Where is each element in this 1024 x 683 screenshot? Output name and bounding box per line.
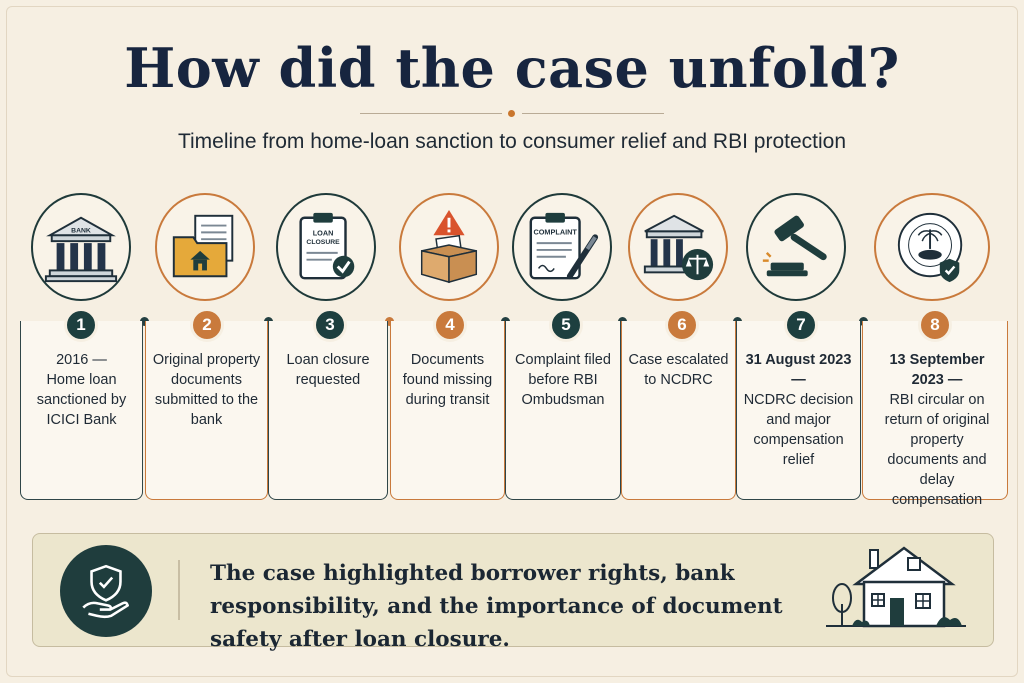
title-divider (360, 110, 664, 117)
gavel-icon (762, 215, 827, 277)
step-8-number: 8 (918, 308, 952, 342)
step-8-text: RBI circular on return of original prope… (884, 392, 990, 508)
missing-box-warning-icon (420, 209, 478, 284)
step-6-number: 6 (665, 308, 699, 342)
complaint-clipboard-pen-icon: COMPLAINT (529, 212, 599, 280)
step-4-number: 4 (433, 308, 467, 342)
step-6-card: Case escalated to NCDRC (621, 321, 736, 500)
step-4-card: Documents found missing during transit (390, 321, 505, 500)
house-icon (826, 546, 966, 628)
summary-message: The case highlighted borrower rights, ba… (210, 561, 783, 652)
step-5-number: 5 (549, 308, 583, 342)
step-5-card: Complaint filed before RBI Ombudsman (505, 321, 621, 500)
step-1-date: 2016 — (56, 352, 107, 368)
connector-dot (385, 317, 394, 326)
panel-divider (178, 560, 180, 620)
step-8-date: 13 September 2023 — (889, 352, 985, 388)
step-2-number: 2 (190, 308, 224, 342)
step-7-text: NCDRC decision and major compensation re… (743, 392, 854, 468)
step-2-card: Original property documents submitted to… (145, 321, 268, 500)
step-5-icon-circle: COMPLAINT (512, 193, 612, 301)
page-subtitle: Timeline from home-loan sanction to cons… (177, 130, 847, 153)
svg-text:CLOSURE: CLOSURE (306, 239, 340, 246)
connector-dot (140, 317, 149, 326)
step-7-date: 31 August 2023 — (745, 352, 852, 388)
property-folder-icon (172, 214, 234, 278)
step-8-card: 13 September 2023 — RBI circular on retu… (862, 321, 1008, 508)
court-scales-icon (643, 214, 714, 281)
loan-closure-clipboard-icon: LOAN CLOSURE (299, 212, 355, 280)
step-3-text: Loan closure requested (286, 352, 370, 388)
step-3-icon-circle: LOAN CLOSURE (276, 193, 376, 301)
step-6-icon-circle (628, 193, 728, 301)
step-3-number: 3 (313, 308, 347, 342)
step-4-icon-circle (399, 193, 499, 301)
svg-text:BANK: BANK (71, 227, 91, 234)
step-3-card: Loan closure requested (268, 321, 388, 500)
step-5-text: Complaint filed before RBI Ombudsman (515, 352, 611, 408)
shield-hand-icon (60, 545, 152, 637)
step-4-text: Documents found missing during transit (402, 352, 493, 408)
step-7-number: 7 (784, 308, 818, 342)
step-7-card: 31 August 2023 — NCDRC decision and majo… (736, 321, 861, 500)
svg-text:LOAN: LOAN (313, 228, 334, 237)
step-1-card: 2016 — Home loan sanctioned by ICICI Ban… (20, 321, 143, 500)
step-1-text: Home loan sanctioned by ICICI Bank (36, 372, 127, 428)
step-2-icon-circle (155, 193, 255, 301)
svg-text:COMPLAINT: COMPLAINT (533, 227, 577, 236)
step-1-number: 1 (64, 308, 98, 342)
step-8-icon-circle (874, 193, 990, 301)
step-7-icon-circle (746, 193, 846, 301)
step-6-text: Case escalated to NCDRC (628, 352, 729, 388)
bank-building-icon: BANK (44, 216, 118, 283)
step-1-icon-circle: BANK (31, 193, 131, 301)
step-2-text: Original property documents submitted to… (152, 352, 261, 428)
rbi-seal-shield-icon (897, 212, 963, 283)
page-title: How did the case unfold? (124, 36, 900, 100)
